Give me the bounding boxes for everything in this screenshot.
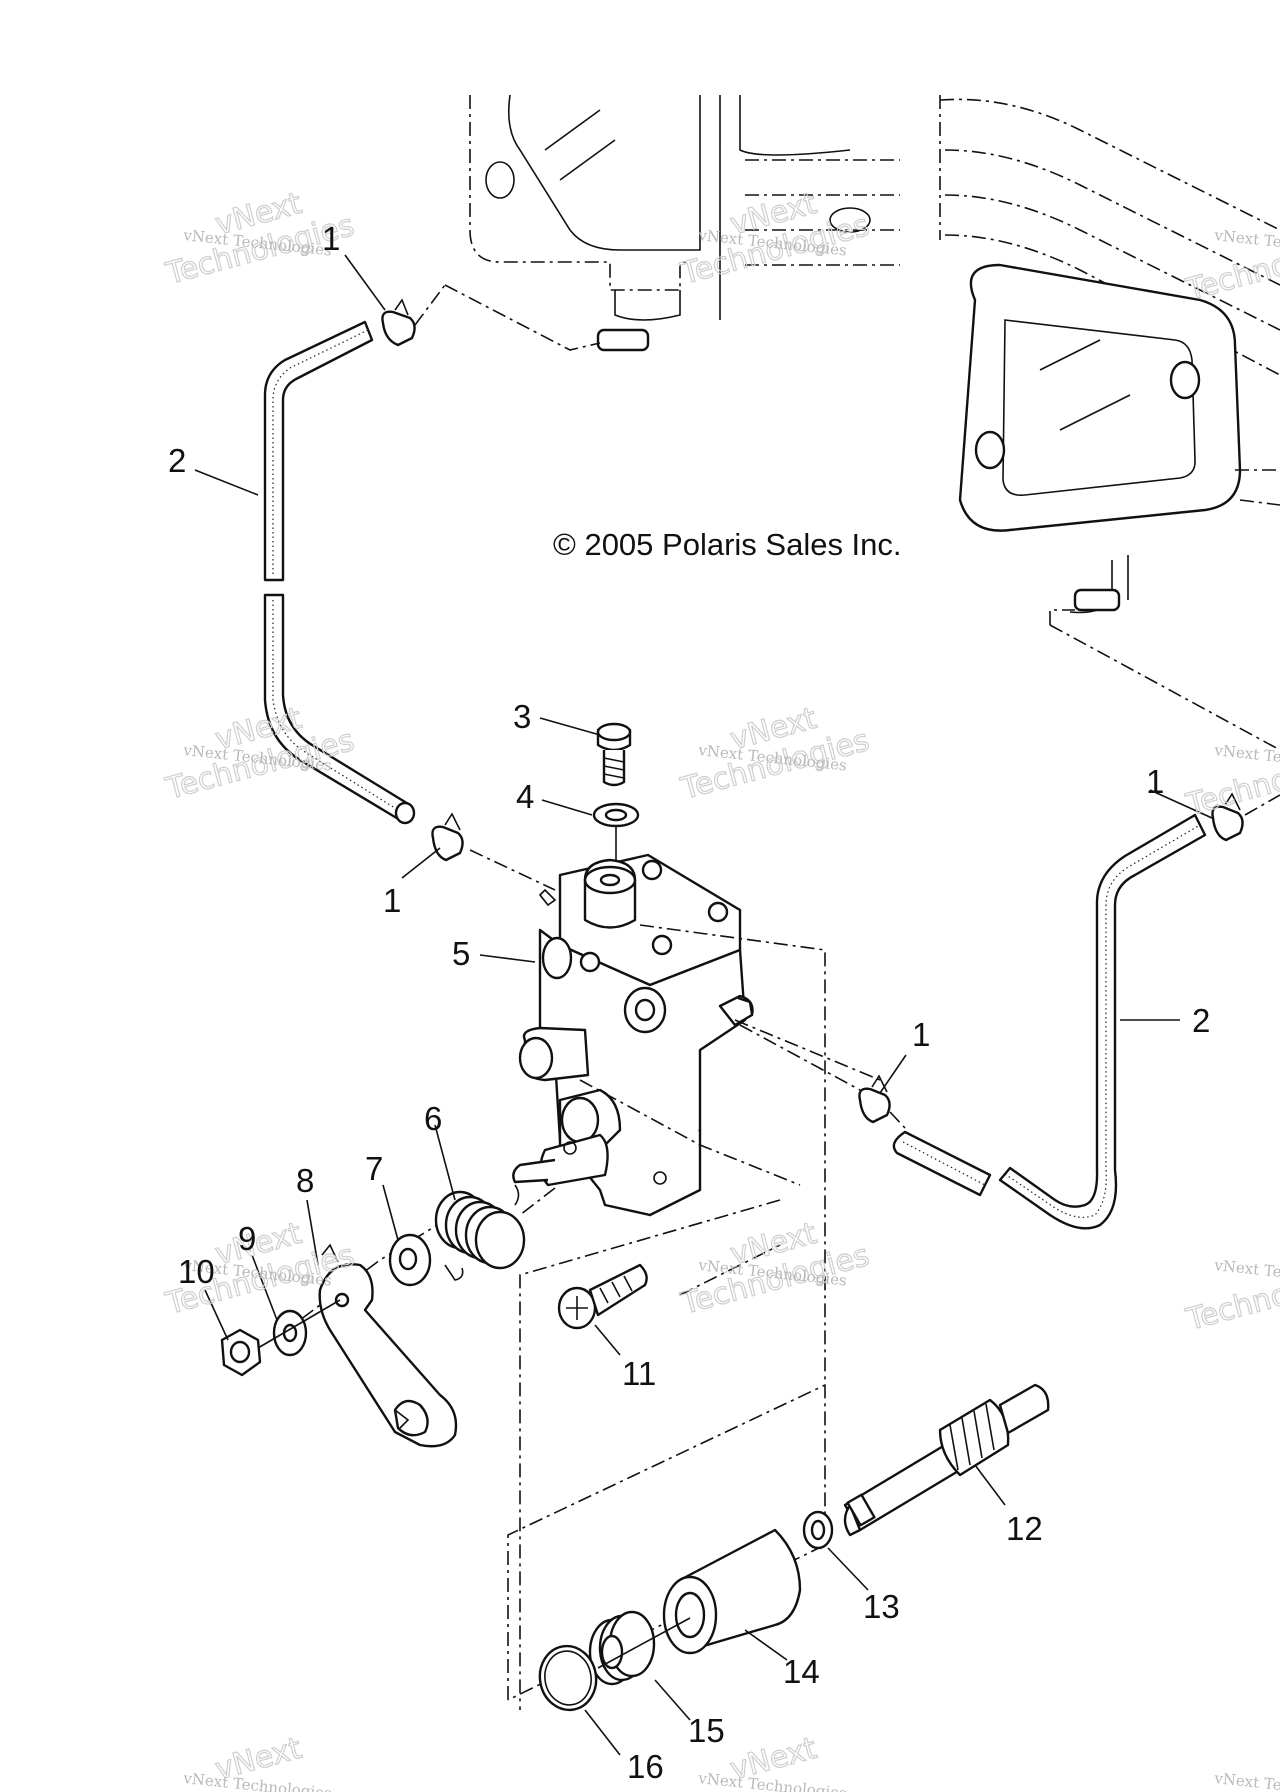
callout-5: 5 [452,935,470,972]
callout-1-right-upper: 1 [1146,763,1164,800]
nut-10 [220,1328,262,1377]
seal-15 [588,1610,656,1686]
svg-text:vNext Technologies: vNext Technologies [1213,1769,1280,1792]
hose-right [892,813,1207,1230]
callout-16: 16 [627,1748,664,1785]
oil-pump-5 [512,853,754,1217]
callout-labels: 1 1 1 1 2 2 3 4 5 6 7 8 9 10 11 12 13 14… [168,220,1210,1785]
callout-1-upper-left: 1 [322,220,340,257]
callout-13: 13 [863,1588,900,1625]
o-ring-16 [538,1644,598,1712]
callout-14: 14 [783,1653,820,1690]
callout-8: 8 [296,1162,314,1199]
bushing-14 [662,1528,802,1655]
washer-7 [388,1233,432,1287]
clamp-right-lower [739,1024,906,1129]
callout-3: 3 [513,698,531,735]
washer-9 [272,1309,308,1357]
callout-1-lower-left: 1 [383,882,401,919]
screw-11 [557,1263,648,1330]
lever-8 [318,1243,458,1448]
callout-11: 11 [622,1355,656,1392]
callout-15: 15 [688,1712,725,1749]
cylinder-right-outline [939,95,1280,751]
bolt-3 [596,722,632,787]
callout-12: 12 [1006,1510,1043,1547]
callout-2-right: 2 [1192,1002,1210,1039]
drive-shaft-12 [843,1383,1050,1537]
callout-4: 4 [516,778,534,815]
callout-2-left: 2 [168,442,186,479]
leader-lines [194,254,1213,1756]
callout-10: 10 [178,1253,215,1290]
spring-6 [434,1184,526,1281]
cylinder-left-outline [469,94,900,352]
ring-13 [802,1510,834,1550]
clamp-lower-left [431,812,556,891]
hose-left [263,320,416,825]
callout-1-right-lower: 1 [912,1016,930,1053]
callout-7: 7 [365,1150,383,1187]
callout-9: 9 [238,1220,256,1257]
washer-4 [592,802,640,828]
copyright-notice: © 2005 Polaris Sales Inc. [553,527,902,562]
callout-6: 6 [424,1100,442,1137]
clamp-right-upper [1211,792,1280,842]
clamp-upper-left [381,284,601,351]
